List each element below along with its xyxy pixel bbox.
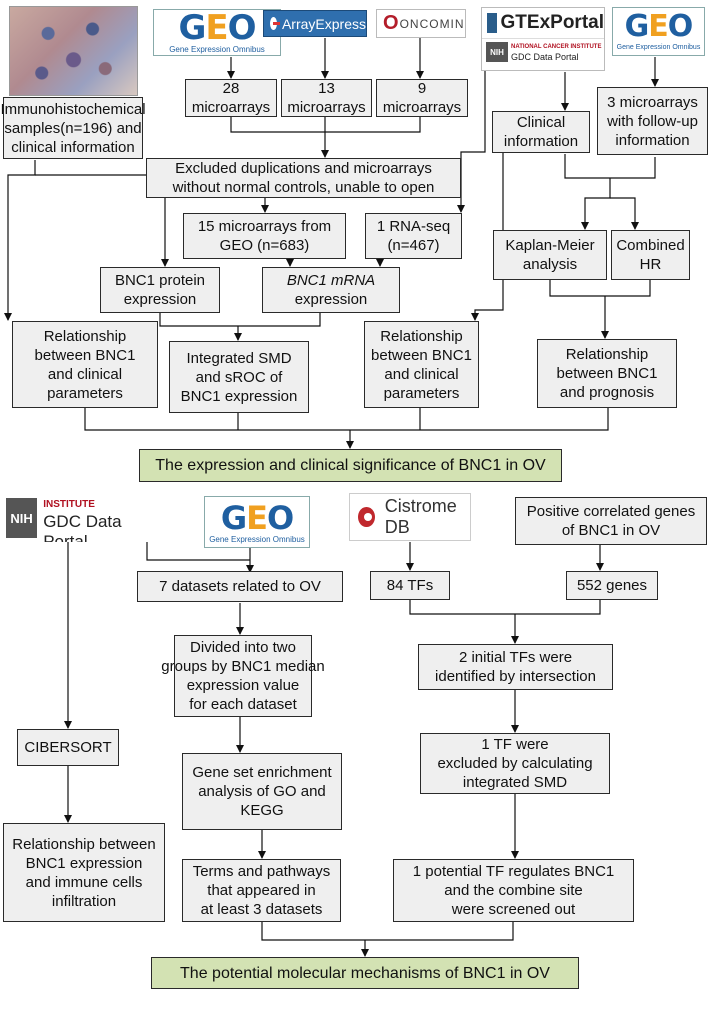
microarrays-13-box: 13 microarrays	[281, 79, 372, 117]
ihc-samples-box: Immunohistochemical samples(n=196) and c…	[0, 97, 146, 159]
cistrome-logo: Cistrome DB	[349, 493, 471, 541]
summary-expression-box: The expression and clinical significance…	[139, 449, 562, 482]
oncomine-logo: O ONCOMINE	[376, 9, 466, 38]
ihc-sample-image	[9, 6, 138, 96]
cistrome-icon	[358, 507, 375, 527]
oncomine-icon: O	[383, 12, 400, 34]
bnc1-mrna-box: BNC1 mRNA expression	[262, 267, 400, 313]
immune-infiltration-box: Relationship between BNC1 expression and…	[3, 823, 165, 922]
geo-logo: GEO Gene Expression Omnibus	[153, 9, 281, 56]
geo-logo: GEO Gene Expression Omnibus	[204, 496, 310, 548]
gtex-gdc-logo: GTExPortal NIH NATIONAL CANCER INSTITUTE…	[481, 7, 605, 71]
excluded-tf-box: 1 TF were excluded by calculating integr…	[420, 733, 610, 794]
rnaseq-box: 1 RNA-seq (n=467)	[365, 213, 462, 259]
summary-mechanisms-box: The potential molecular mechanisms of BN…	[151, 957, 579, 989]
relationship-clinical-mrna-box: Relationship between BNC1 and clinical p…	[364, 321, 479, 408]
genes-552-box: 552 genes	[566, 571, 658, 600]
geo-15-microarrays-box: 15 microarrays from GEO (n=683)	[183, 213, 346, 259]
relationship-clinical-box: Relationship between BNC1 and clinical p…	[12, 321, 158, 408]
relationship-prognosis-box: Relationship between BNC1 and prognosis	[537, 339, 677, 408]
followup-microarrays-box: 3 microarrays with follow-up information	[597, 87, 708, 155]
combined-hr-box: Combined HR	[611, 230, 690, 280]
gtex-icon	[487, 13, 497, 33]
excluded-box: Excluded duplications and microarrays wi…	[146, 158, 461, 198]
arrayexpress-logo: ArrayExpress	[263, 10, 367, 37]
kaplan-meier-box: Kaplan-Meier analysis	[493, 230, 607, 280]
initial-tfs-box: 2 initial TFs were identified by interse…	[418, 644, 613, 690]
integrated-smd-box: Integrated SMD and sROC of BNC1 expressi…	[169, 341, 309, 413]
microarrays-28-box: 28 microarrays	[185, 79, 277, 117]
gsea-box: Gene set enrichment analysis of GO and K…	[182, 753, 342, 830]
bnc1-protein-box: BNC1 protein expression	[100, 267, 220, 313]
arrayexpress-icon	[270, 17, 280, 30]
potential-tf-box: 1 potential TF regulates BNC1 and the co…	[393, 859, 634, 922]
datasets-box: 7 datasets related to OV	[137, 571, 343, 602]
cibersort-box: CIBERSORT	[17, 729, 119, 766]
microarrays-9-box: 9 microarrays	[376, 79, 468, 117]
positive-correlated-genes-box: Positive correlated genes of BNC1 in OV	[515, 497, 707, 545]
tfs-84-box: 84 TFs	[370, 571, 450, 600]
divided-groups-box: Divided into two groups by BNC1 median e…	[161, 635, 325, 717]
clinical-information-box: Clinical information	[492, 111, 590, 153]
geo-logo: GEO Gene Expression Omnibus	[612, 7, 705, 56]
nih-gdc-logo: NIH NATIONAL CANCER INSTITUTE GDC Data P…	[4, 494, 167, 542]
terms-pathways-box: Terms and pathways that appeared in at l…	[182, 859, 341, 922]
